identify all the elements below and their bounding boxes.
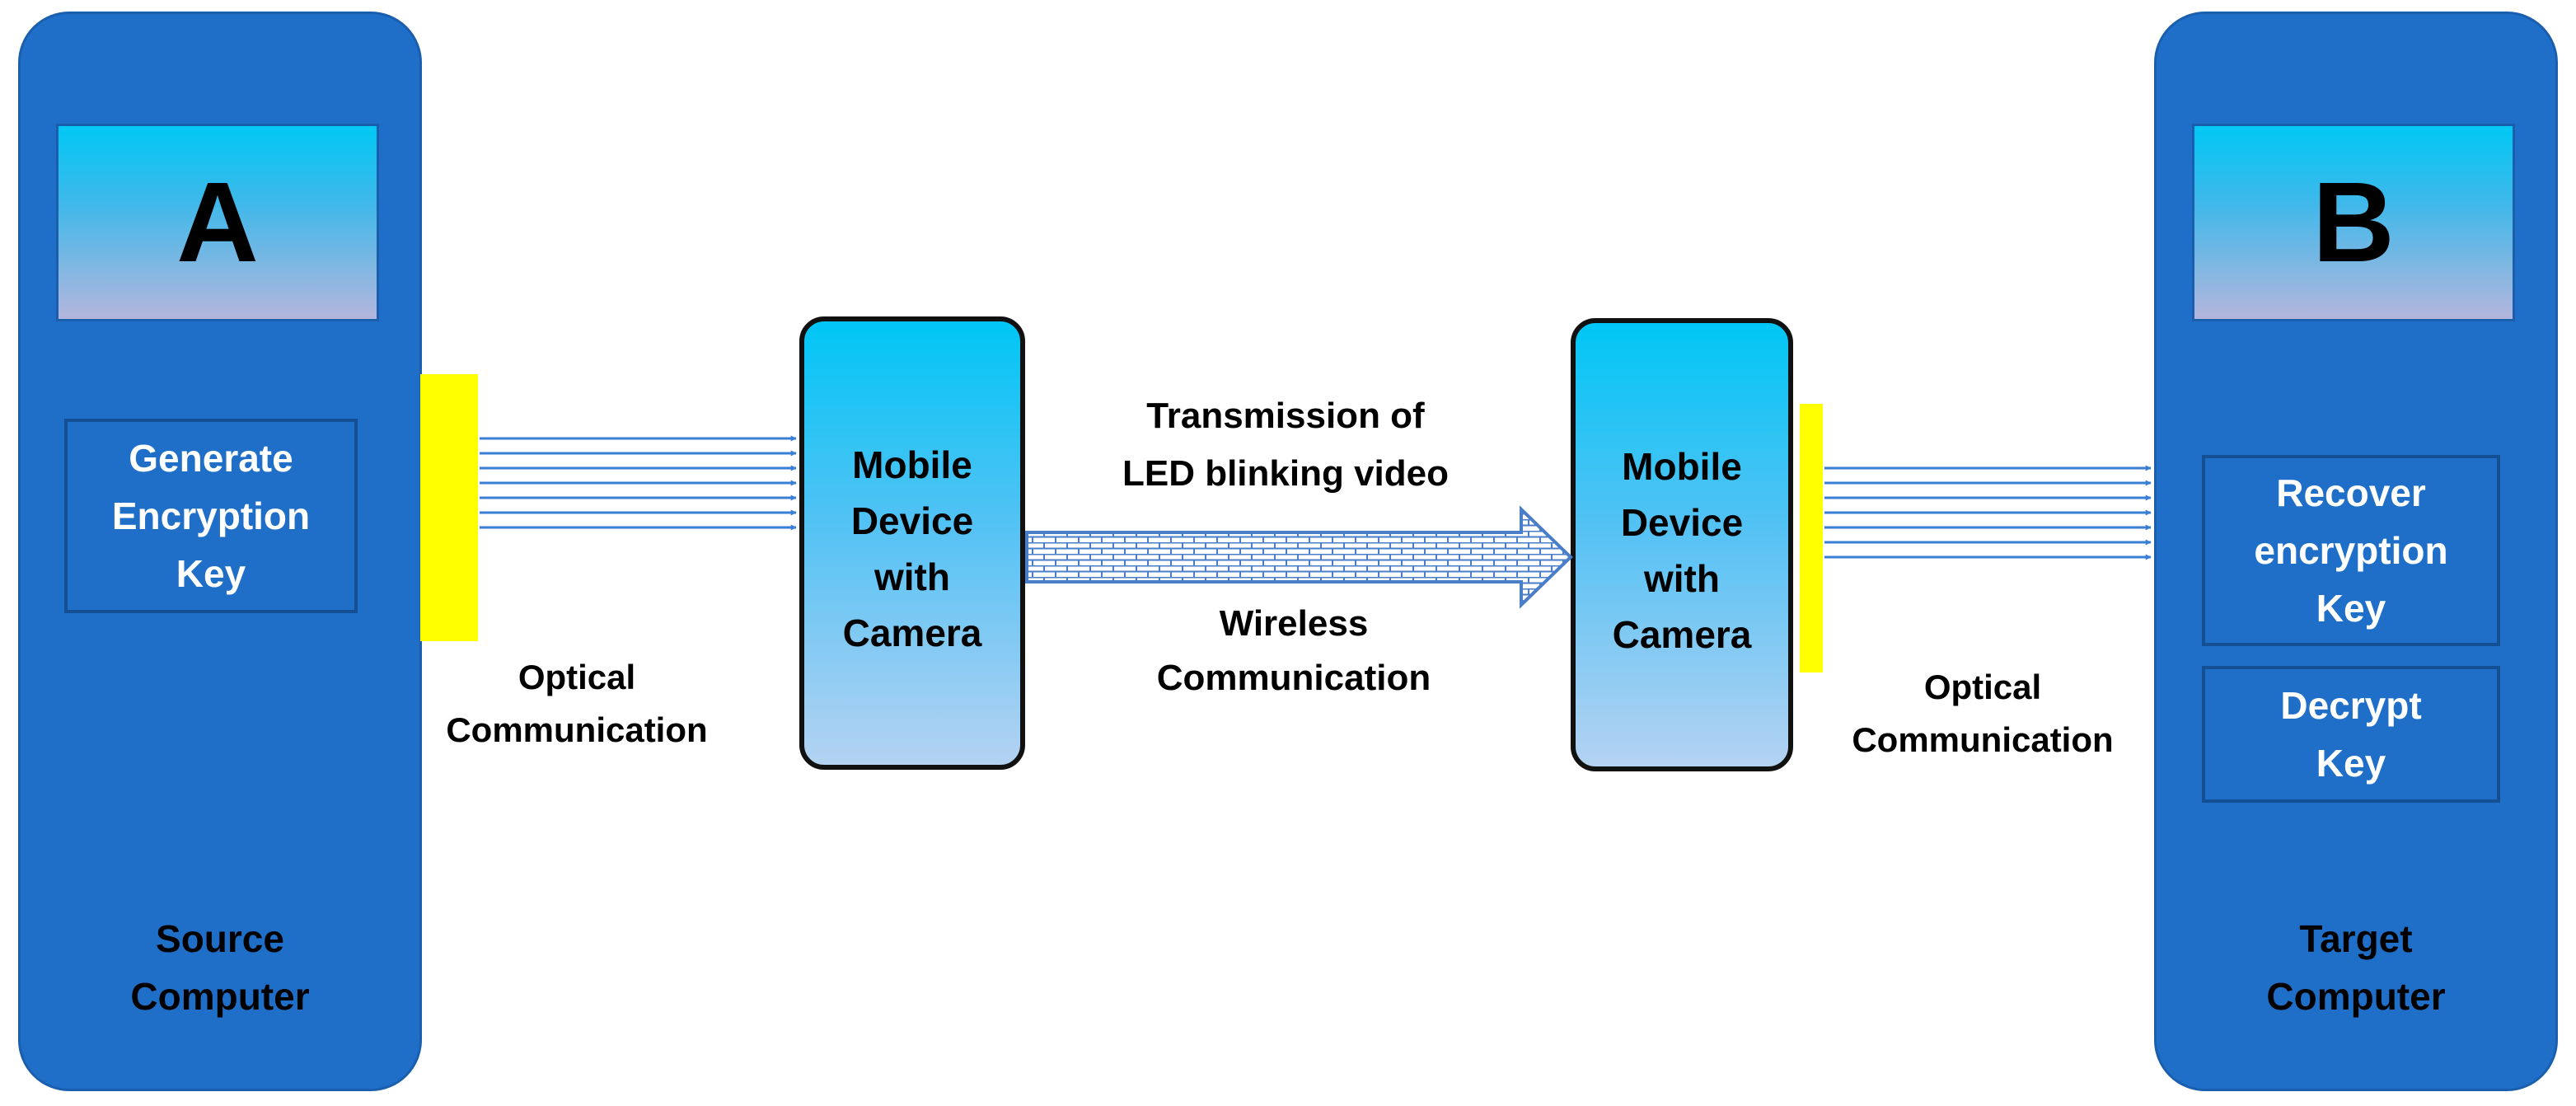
target-screen-letter: B: [2312, 158, 2395, 286]
source-computer-screen: A: [56, 124, 379, 321]
mobile-device-sender-label: Mobile Device with Camera: [842, 443, 982, 654]
recover-encryption-key-box: Recover encryption Key: [2202, 455, 2500, 646]
source-led-panel: [420, 374, 478, 641]
wireless-transmission-arrow: [1025, 505, 1573, 609]
receiver-led-panel: [1800, 404, 1823, 673]
target-computer-screen: B: [2192, 124, 2515, 321]
optical-communication-left-label: Optical Communication: [446, 658, 708, 749]
decrypt-key-box: Decrypt Key: [2202, 666, 2500, 803]
source-computer-label: Source Computer: [130, 917, 310, 1018]
optical-rays-left: [480, 435, 797, 531]
wireless-communication-label: Wireless Communication: [1156, 603, 1431, 698]
mobile-device-receiver-label: Mobile Device with Camera: [1612, 445, 1752, 656]
optical-communication-right-label: Optical Communication: [1852, 668, 2114, 759]
source-screen-letter: A: [176, 158, 259, 286]
generate-encryption-key-box: Generate Encryption Key: [64, 419, 358, 613]
mobile-device-receiver: Mobile Device with Camera: [1571, 318, 1793, 771]
mobile-device-sender: Mobile Device with Camera: [799, 316, 1025, 770]
optical-rays-right: [1824, 465, 2152, 560]
target-computer-label: Target Computer: [2266, 917, 2446, 1018]
transmission-label: Transmission of LED blinking video: [1122, 396, 1450, 494]
